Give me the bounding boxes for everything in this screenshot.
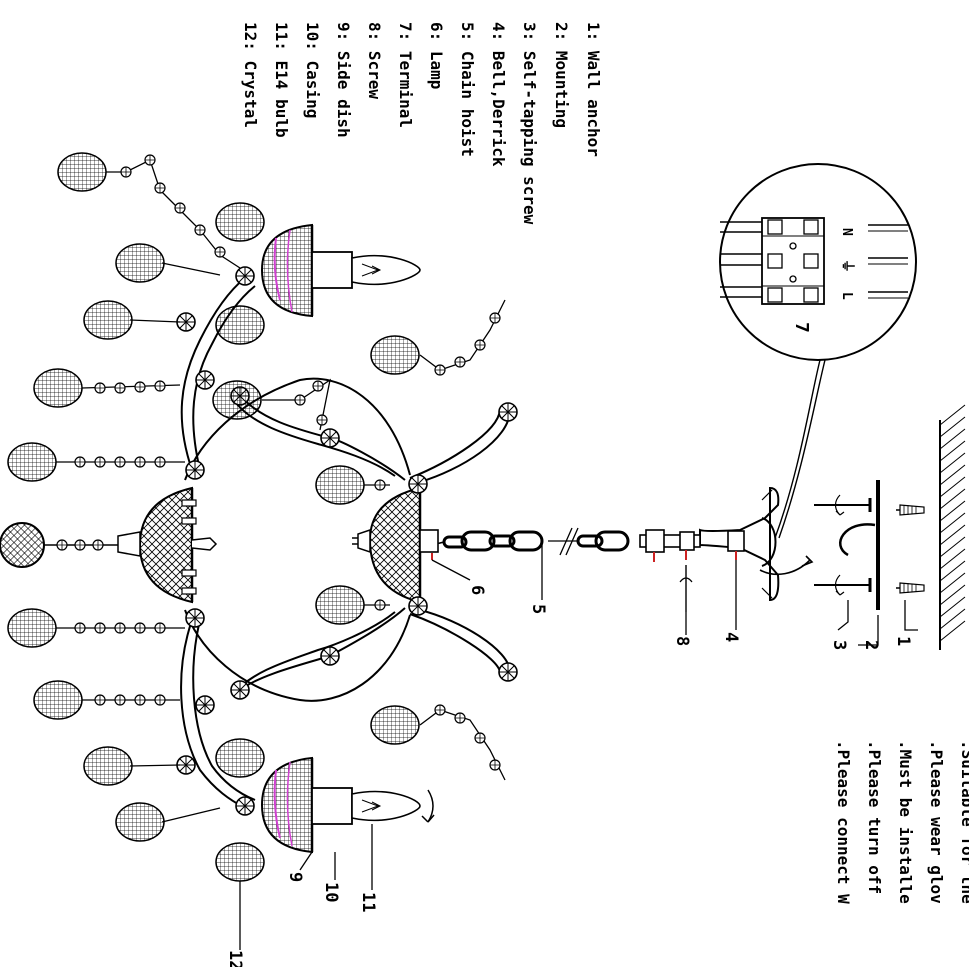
callout-6: 6 bbox=[467, 585, 487, 595]
derrick-rod bbox=[639, 529, 745, 562]
chandelier-arms bbox=[180, 277, 511, 809]
callout-11: 11 bbox=[358, 892, 378, 912]
callout-leaders bbox=[239, 545, 918, 950]
callout-2: 2 bbox=[861, 640, 881, 650]
note-5: .Please connect W bbox=[834, 740, 853, 904]
legend-item-1: 1: Wall anchor bbox=[584, 22, 603, 157]
terminal-label-ground: ⏚ bbox=[839, 259, 855, 273]
legend-item-4: 4: Bell,Derrick bbox=[489, 22, 508, 167]
legend: 1: Wall anchor 2: Mounting 3: Self-tappi… bbox=[241, 22, 603, 225]
legend-item-7: 7: Terminal bbox=[396, 22, 415, 128]
legend-item-8: 8: Screw bbox=[365, 22, 384, 99]
legend-item-12: 12: Crystal bbox=[241, 22, 260, 128]
terminal-detail: N ⏚ L 7 bbox=[719, 163, 917, 539]
ceiling bbox=[939, 404, 966, 650]
canopy-bell bbox=[699, 486, 814, 602]
terminal-label-n: N bbox=[839, 228, 854, 236]
callout-9: 9 bbox=[285, 872, 305, 882]
note-1: .Suitable for the bbox=[958, 740, 969, 904]
legend-item-10: 10: Casing bbox=[303, 22, 322, 118]
callout-5: 5 bbox=[528, 604, 548, 614]
central-hub bbox=[352, 486, 439, 604]
callout-1: 1 bbox=[893, 636, 913, 646]
terminal-number: 7 bbox=[791, 322, 812, 333]
lower-bowl bbox=[117, 486, 218, 604]
chain-hoist bbox=[419, 527, 630, 556]
legend-item-6: 6: Lamp bbox=[427, 22, 446, 89]
legend-item-11: 11: E14 bulb bbox=[272, 22, 291, 138]
legend-item-2: 2: Mounting bbox=[552, 22, 571, 128]
callout-12: 12 bbox=[225, 950, 245, 967]
safety-notes: .Suitable for the .Please wear glov .Mus… bbox=[834, 740, 969, 904]
note-3: .Must be installe bbox=[896, 740, 915, 904]
callout-4: 4 bbox=[721, 632, 741, 642]
candle-cup-top bbox=[260, 223, 421, 318]
legend-item-5: 5: Chain hoist bbox=[458, 22, 477, 157]
screw-icon bbox=[679, 565, 693, 612]
mounting-bracket bbox=[839, 480, 880, 610]
callout-10: 10 bbox=[321, 882, 341, 902]
wall-anchor-icon bbox=[896, 504, 925, 594]
self-tapping-screw-icon bbox=[814, 494, 872, 596]
legend-item-9: 9: Side dish bbox=[334, 22, 353, 138]
legend-item-3: 3: Self-tapping screw bbox=[520, 22, 539, 225]
callout-8: 8 bbox=[672, 636, 692, 646]
bottom-crystal-ball bbox=[0, 522, 118, 568]
candle-cup-bottom bbox=[260, 756, 435, 854]
callout-3: 3 bbox=[829, 640, 849, 650]
note-4: .Please turn off bbox=[865, 740, 884, 894]
terminal-label-l: L bbox=[839, 292, 854, 300]
note-2: .Please wear glov bbox=[927, 740, 946, 904]
callout-numbers: 1 2 3 4 5 6 7 8 9 10 11 12 bbox=[225, 585, 913, 970]
